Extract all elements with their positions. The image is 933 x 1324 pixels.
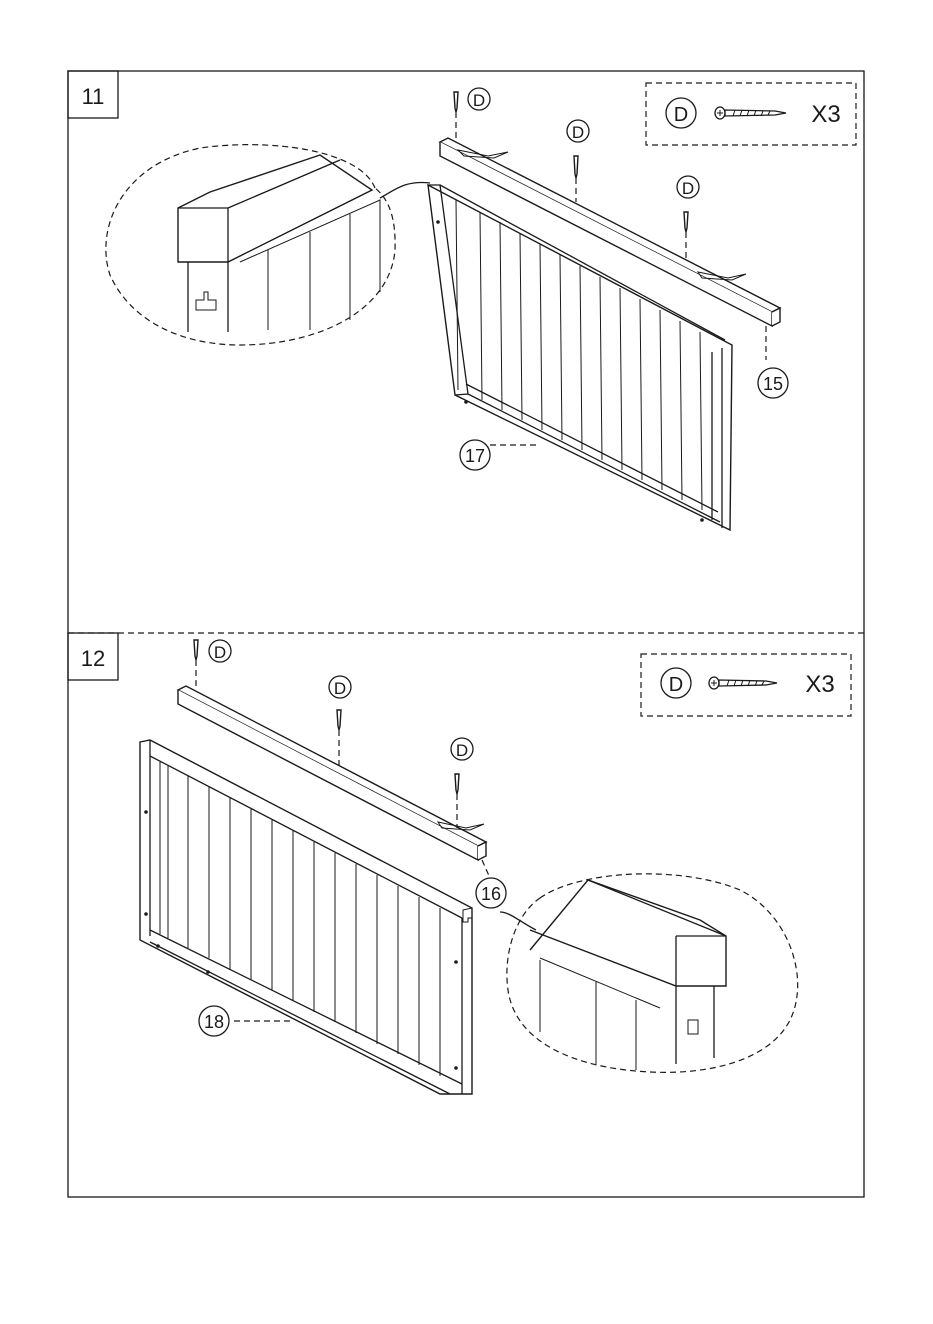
callout-d-1: D: [468, 88, 490, 110]
svg-text:16: 16: [481, 884, 501, 904]
screw-icon: [455, 774, 459, 828]
callout-d-3: D: [451, 738, 473, 760]
callout-part-17: 17: [460, 440, 490, 470]
hardware-legend: D X3: [646, 83, 856, 145]
legend-quantity: X3: [805, 671, 834, 698]
svg-text:17: 17: [465, 446, 485, 466]
step-12: 12 D X3: [68, 633, 851, 1094]
screw-icon: [337, 710, 341, 768]
callout-d-1: D: [209, 640, 231, 662]
svg-text:15: 15: [763, 374, 783, 394]
legend-part-letter: D: [669, 674, 683, 696]
svg-text:D: D: [473, 91, 485, 110]
screw-icon: [715, 107, 786, 119]
callout-part-18: 18: [199, 1006, 229, 1036]
detail-bubble: [106, 145, 430, 345]
callout-d-2: D: [567, 120, 589, 142]
screw-icon: [574, 156, 578, 202]
detail-bubble: [500, 874, 798, 1073]
callout-d-2: D: [329, 676, 351, 698]
screw-icon: [194, 640, 198, 688]
svg-text:D: D: [214, 643, 226, 662]
legend-part-letter: D: [674, 104, 688, 126]
fence-panel: [140, 740, 472, 1094]
step-number: 11: [82, 84, 105, 109]
svg-text:D: D: [682, 179, 694, 198]
step-number: 12: [81, 646, 105, 671]
svg-text:D: D: [456, 741, 468, 760]
screw-icon: [709, 677, 777, 689]
callout-part-16: 16: [476, 878, 506, 908]
svg-text:D: D: [334, 679, 346, 698]
screw-icon: [684, 212, 688, 262]
legend-quantity: X3: [811, 101, 840, 128]
callout-d-3: D: [677, 176, 699, 198]
rail-leader: [482, 860, 490, 878]
hardware-legend: D X3: [641, 654, 851, 716]
svg-text:D: D: [572, 123, 584, 142]
step-11: 11 D X3: [68, 71, 856, 530]
callout-part-15: 15: [758, 368, 788, 398]
screw-icon: [454, 92, 458, 140]
svg-text:18: 18: [204, 1012, 224, 1032]
